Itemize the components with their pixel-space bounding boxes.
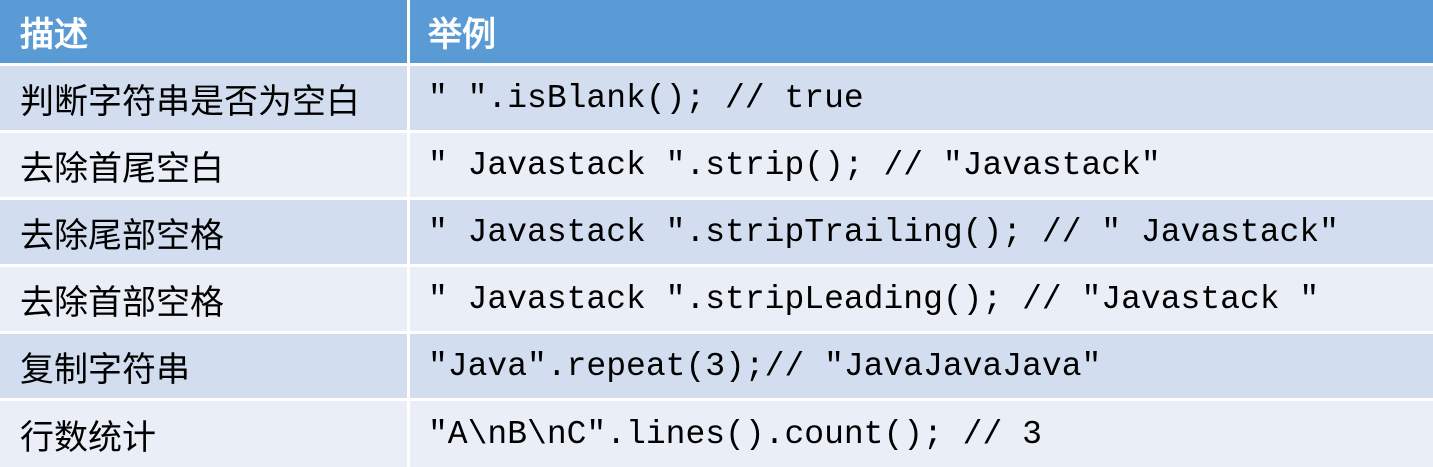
row-2-example: " Javastack ".strip(); // "Javastack" [410,133,1433,197]
row-5-description: 复制字符串 [0,334,407,398]
header-example: 举例 [410,0,1433,63]
row-3-description: 去除尾部空格 [0,200,407,264]
row-1-description: 判断字符串是否为空白 [0,66,407,130]
row-4-description: 去除首部空格 [0,267,407,331]
row-4-example: " Javastack ".stripLeading(); // "Javast… [410,267,1433,331]
row-3-example: " Javastack ".stripTrailing(); // " Java… [410,200,1433,264]
row-5-example: "Java".repeat(3);// "JavaJavaJava" [410,334,1433,398]
header-description: 描述 [0,0,407,63]
row-6-example: "A\nB\nC".lines().count(); // 3 [410,401,1433,467]
row-6-description: 行数统计 [0,401,407,467]
row-2-description: 去除首尾空白 [0,133,407,197]
row-1-example: " ".isBlank(); // true [410,66,1433,130]
